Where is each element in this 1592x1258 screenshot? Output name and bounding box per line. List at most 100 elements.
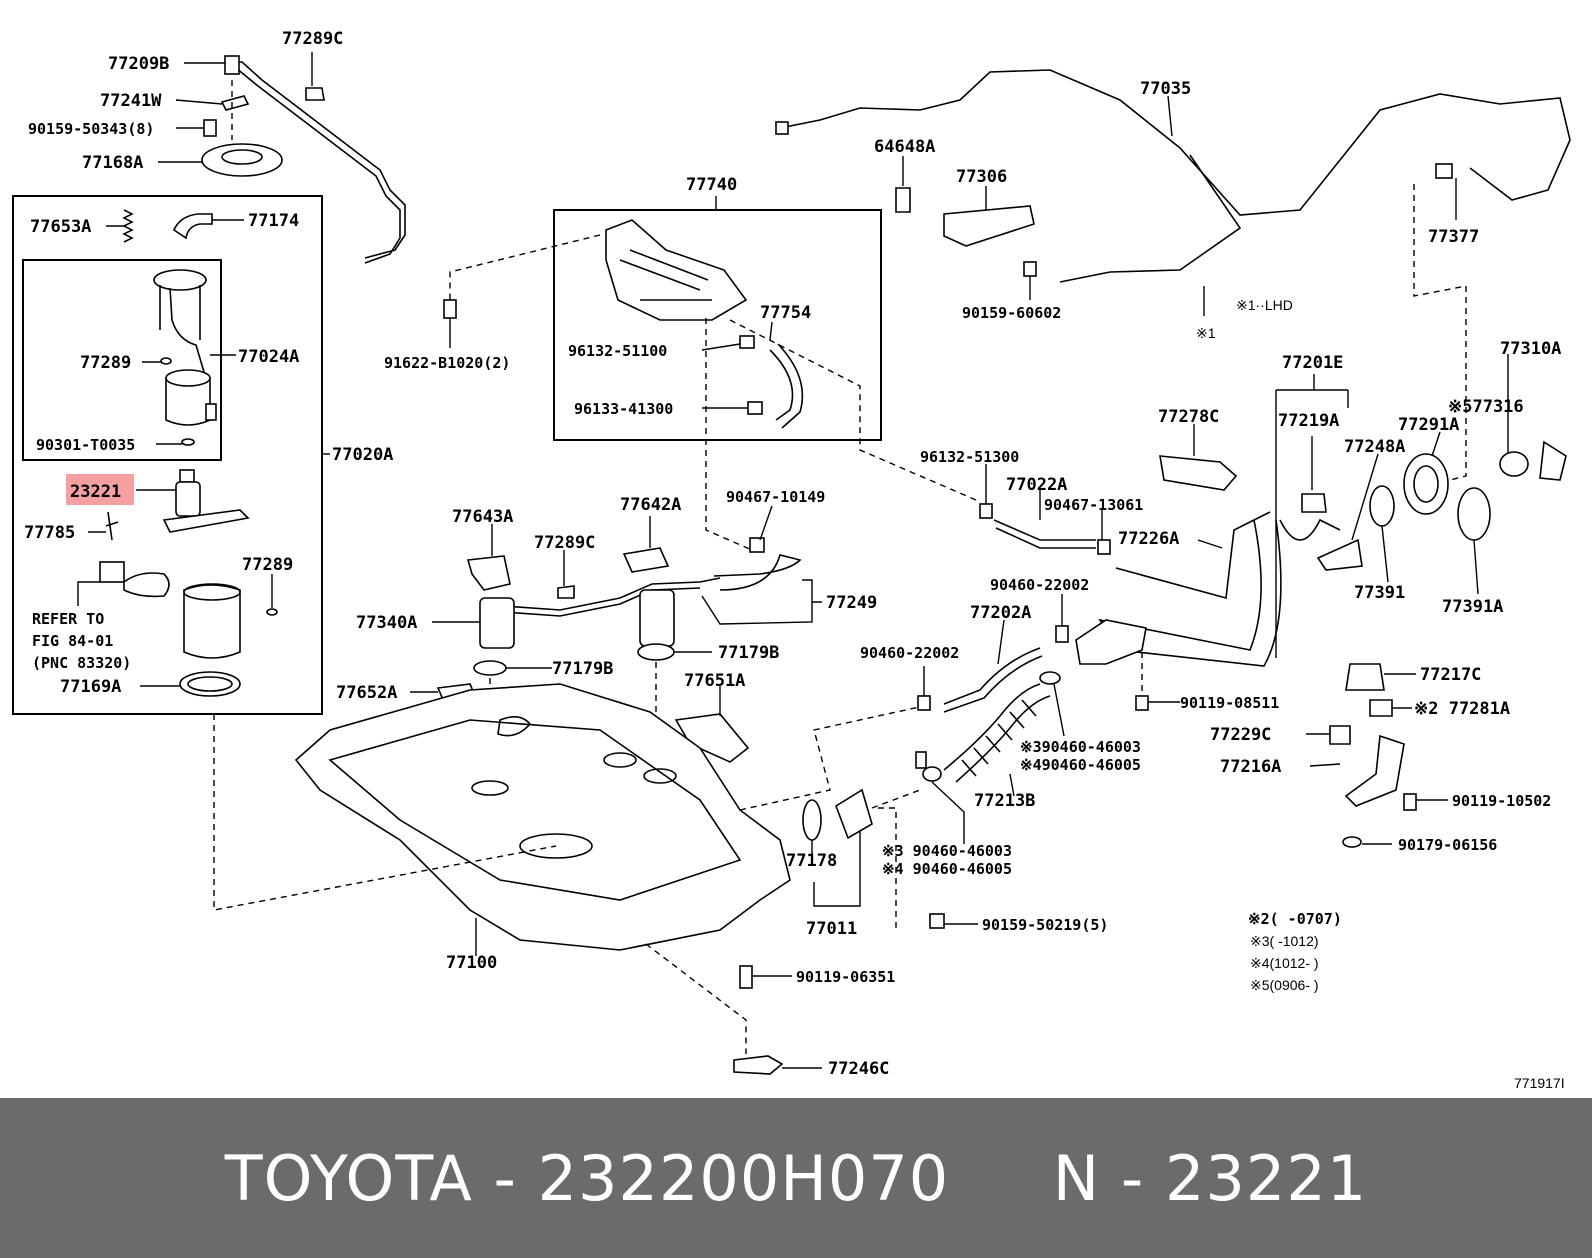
label-90460-46003-b: ※3 90460-46003 bbox=[882, 842, 1012, 860]
label-77178: 77178 bbox=[786, 851, 837, 871]
note-4: ※4(1012- ) bbox=[1250, 955, 1319, 971]
gasket-77391 bbox=[1369, 485, 1395, 527]
hose-77754-b bbox=[777, 343, 804, 429]
tank-opening-left bbox=[471, 780, 509, 796]
clip-90467-13061 bbox=[1097, 539, 1111, 555]
leader-dash bbox=[871, 789, 921, 930]
leader bbox=[769, 321, 773, 341]
label-64648A: 64648A bbox=[874, 137, 935, 157]
label-77216A: 77216A bbox=[1220, 757, 1281, 777]
tank-opening-main bbox=[519, 833, 593, 859]
label-96133-41300: 96133-41300 bbox=[574, 400, 673, 418]
tank-opening-right2 bbox=[643, 768, 677, 784]
label-90159-50343: 90159-50343(8) bbox=[28, 120, 154, 138]
cable-lhd bbox=[1059, 154, 1242, 283]
clamp-90460-22002-b bbox=[1055, 625, 1069, 643]
clip-hose-end bbox=[915, 751, 927, 769]
label-77289-a: 77289 bbox=[80, 353, 131, 373]
refer-leader bbox=[77, 581, 100, 606]
gasket-77179B-left bbox=[473, 660, 507, 676]
label-77169A: 77169A bbox=[60, 677, 121, 697]
pump-23221-body bbox=[175, 481, 201, 517]
leader bbox=[1197, 539, 1223, 549]
pump-housing-right bbox=[639, 589, 675, 647]
oring-90301-T0035 bbox=[181, 438, 195, 446]
note-5: ※5(0906- ) bbox=[1250, 977, 1319, 993]
label-77179B-a: 77179B bbox=[552, 659, 613, 679]
label-77291A: 77291A bbox=[1398, 415, 1459, 435]
label-23221: 23221 bbox=[70, 482, 121, 502]
sub-tank-rim bbox=[183, 583, 241, 601]
fuel-system-diagram: 77209B 77289C 77241W 90159-50343(8) 7716… bbox=[12, 29, 1571, 1091]
clip-96133-41300 bbox=[747, 401, 763, 415]
hose-77202A bbox=[943, 647, 1041, 705]
label-77289-b: 77289 bbox=[242, 555, 293, 575]
spring-77653A bbox=[122, 209, 134, 243]
label-90467-13061: 90467-13061 bbox=[1044, 496, 1143, 514]
label-90460-46005-a: ※490460-46005 bbox=[1020, 756, 1141, 774]
gasket-77169A-inner bbox=[187, 676, 233, 692]
note-3: ※3( -1012) bbox=[1250, 933, 1319, 949]
label-90159-60602: 90159-60602 bbox=[962, 304, 1061, 322]
leader bbox=[1009, 773, 1015, 797]
label-77289C-top: 77289C bbox=[282, 29, 343, 49]
parts-diagram: 77209B 77289C 77241W 90159-50343(8) 7716… bbox=[12, 29, 1571, 1091]
sensor-64648A bbox=[895, 187, 911, 213]
tank-recess bbox=[497, 716, 532, 737]
label-77011: 77011 bbox=[806, 919, 857, 939]
pnc-number: 23221 bbox=[1164, 1141, 1368, 1215]
tank-ridge bbox=[328, 719, 742, 901]
fuel-pump-assembly-group bbox=[12, 52, 406, 715]
bracket-77642A bbox=[622, 547, 670, 573]
fuel-tank-77100 bbox=[294, 683, 791, 951]
top-center-group bbox=[775, 69, 1571, 481]
label-77213B: 77213B bbox=[974, 791, 1035, 811]
bolt-90119-06351 bbox=[739, 965, 753, 989]
label-90159-50219: 90159-50219(5) bbox=[982, 916, 1108, 934]
label-77229C: 77229C bbox=[1210, 725, 1271, 745]
label-77289C-mid: 77289C bbox=[534, 533, 595, 553]
label-77179B-b: 77179B bbox=[718, 643, 779, 663]
vent-77226A bbox=[1115, 511, 1271, 600]
fuel-line-main bbox=[503, 577, 721, 611]
leader bbox=[701, 343, 741, 351]
clamp-90460-22002-a bbox=[917, 695, 931, 711]
hose-77249 bbox=[713, 554, 802, 591]
label-77024A: 77024A bbox=[238, 347, 299, 367]
label-77248A: 77248A bbox=[1344, 437, 1405, 457]
label-77642A: 77642A bbox=[620, 495, 681, 515]
leader bbox=[1473, 539, 1479, 595]
label-77340A: 77340A bbox=[356, 613, 417, 633]
housing-77291A bbox=[1403, 453, 1449, 515]
charcoal-canister bbox=[605, 219, 748, 321]
label-77316: ※577316 bbox=[1448, 397, 1524, 417]
oring-77289 bbox=[160, 357, 172, 365]
label-77310A: 77310A bbox=[1500, 339, 1561, 359]
inlet-body bbox=[1075, 619, 1147, 665]
clip-77281A bbox=[1369, 699, 1393, 717]
pump-pipes bbox=[159, 285, 205, 373]
note-1: ※1 bbox=[1196, 325, 1216, 341]
leader-dash bbox=[705, 318, 753, 551]
part-number-caption: TOYOTA - 232200H070 N - 23221 bbox=[0, 1098, 1592, 1258]
housing-77291A-inner bbox=[1413, 465, 1439, 503]
hose-77754 bbox=[769, 349, 794, 421]
tank-opening-right bbox=[603, 752, 637, 768]
label-77168A: 77168A bbox=[82, 153, 143, 173]
clip-77289C bbox=[305, 87, 325, 101]
bolt-90119-10502 bbox=[1403, 793, 1417, 811]
clip-96132-51300 bbox=[979, 503, 993, 519]
canister-group bbox=[443, 196, 977, 551]
hose-77022A bbox=[993, 519, 1096, 541]
label-77201E: 77201E bbox=[1282, 353, 1343, 373]
label-77241W: 77241W bbox=[100, 91, 162, 111]
label-90301-T0035: 90301-T0035 bbox=[36, 436, 135, 454]
label-77100: 77100 bbox=[446, 953, 497, 973]
cap-77310A bbox=[1539, 440, 1567, 481]
label-77022A: 77022A bbox=[1006, 475, 1067, 495]
bolt-90119-08511 bbox=[1135, 695, 1149, 711]
leader-77249 bbox=[701, 579, 822, 625]
highlight-23221 bbox=[66, 474, 134, 505]
refer-line-3: (PNC 83320) bbox=[32, 654, 131, 672]
label-77643A: 77643A bbox=[452, 507, 513, 527]
